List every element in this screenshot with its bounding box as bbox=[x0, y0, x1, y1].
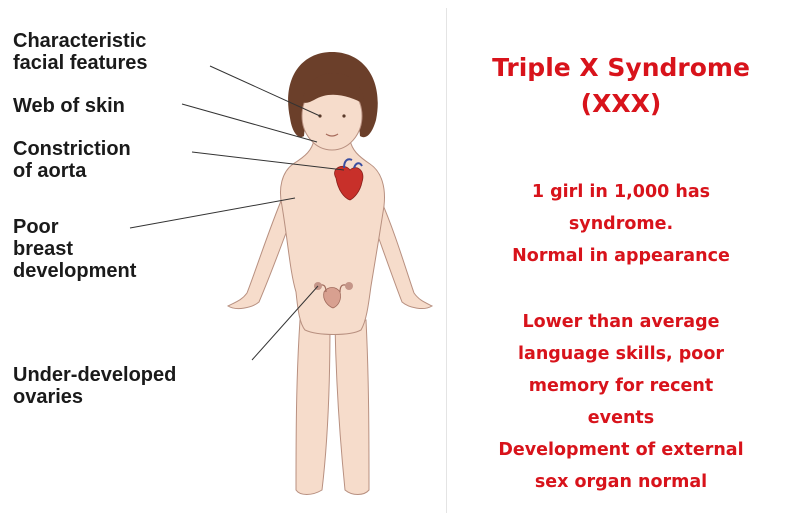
anatomy-illustration-panel: Characteristic facial features Web of sk… bbox=[0, 0, 445, 519]
right-leg bbox=[335, 320, 369, 495]
ovary bbox=[345, 282, 353, 290]
label-under-developed-ovaries: Under-developed ovaries bbox=[13, 364, 176, 408]
label-poor-breast-development: Poor breast development bbox=[13, 216, 136, 282]
right-eye bbox=[342, 114, 345, 117]
info-panel: Triple X Syndrome (XXX) 1 girl in 1,000 … bbox=[447, 0, 795, 519]
characteristics-text: Lower than average language skills, poor… bbox=[447, 306, 795, 498]
prevalence-text: 1 girl in 1,000 has syndrome. Normal in … bbox=[447, 176, 795, 272]
left-leg bbox=[296, 320, 330, 495]
label-facial-features: Characteristic facial features bbox=[13, 30, 148, 74]
label-constriction-of-aorta: Constriction of aorta bbox=[13, 138, 131, 182]
label-web-of-skin: Web of skin bbox=[13, 95, 125, 117]
leader-line-breast bbox=[130, 198, 295, 228]
title: Triple X Syndrome (XXX) bbox=[447, 50, 795, 122]
